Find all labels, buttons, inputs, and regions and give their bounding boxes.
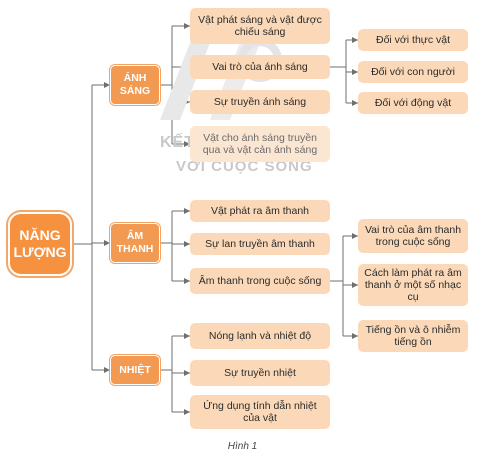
branch-sound: ÂM THANH [110, 223, 160, 263]
role-item-plants: Đối với thực vật [358, 29, 468, 51]
light-item-luminous-illuminated: Vật phát sáng và vật được chiếu sáng [190, 8, 330, 44]
life-item-instruments: Cách làm phát ra âm thanh ở một số nhạc … [358, 264, 468, 306]
sound-item-label: Vật phát ra âm thanh [210, 205, 310, 217]
root-node-energy: NĂNG LƯỢNG [8, 212, 72, 276]
heat-item-label: Ứng dụng tính dẫn nhiệt của vật [203, 400, 317, 424]
light-item-transparent-opaque: Vật cho ánh sáng truyền qua và vật cản á… [190, 126, 330, 162]
life-item-role: Vai trò của âm thanh trong cuộc sống [358, 219, 468, 253]
heat-item-temperature: Nóng lạnh và nhiệt độ [190, 323, 330, 349]
light-item-propagation: Sự truyền ánh sáng [190, 90, 330, 114]
role-item-label: Đối với thực vật [375, 34, 451, 46]
sound-item-source: Vật phát ra âm thanh [190, 200, 330, 222]
branch-heat: NHIỆT [110, 355, 160, 385]
life-item-noise: Tiếng ồn và ô nhiễm tiếng ồn [358, 320, 468, 352]
role-item-animals: Đối với động vật [358, 92, 468, 114]
sound-item-label: Âm thanh trong cuộc sống [198, 275, 322, 287]
light-item-label: Vai trò của ánh sáng [212, 61, 308, 73]
sound-item-label: Sự lan truyền âm thanh [205, 238, 315, 250]
branch-light-label: ÁNH SÁNG [119, 72, 151, 97]
watermark-line2: VỚI CUỘC SỐNG [176, 158, 313, 175]
role-item-label: Đối với con người [371, 66, 455, 78]
role-item-humans: Đối với con người [358, 61, 468, 83]
branch-sound-label: ÂM THANH [116, 230, 154, 255]
life-item-label: Vai trò của âm thanh trong cuộc sống [364, 224, 462, 248]
sound-item-propagation: Sự lan truyền âm thanh [190, 233, 330, 255]
figure-caption: Hình 1 [227, 441, 258, 452]
life-item-label: Cách làm phát ra âm thanh ở một số nhạc … [364, 267, 462, 303]
light-item-label: Vật cho ánh sáng truyền qua và vật cản á… [202, 132, 318, 156]
life-item-label: Tiếng ồn và ô nhiễm tiếng ồn [365, 324, 461, 348]
branch-heat-label: NHIỆT [119, 363, 151, 376]
branch-light: ÁNH SÁNG [110, 65, 160, 105]
light-item-role: Vai trò của ánh sáng [190, 55, 330, 79]
root-label: NĂNG LƯỢNG [13, 227, 67, 260]
heat-item-label: Nóng lạnh và nhiệt độ [208, 330, 312, 342]
light-item-label: Sự truyền ánh sáng [213, 96, 307, 108]
heat-item-transfer: Sự truyền nhiệt [190, 360, 330, 386]
sound-item-in-life: Âm thanh trong cuộc sống [190, 268, 330, 294]
light-item-label: Vật phát sáng và vật được chiếu sáng [198, 14, 322, 38]
heat-item-label: Sự truyền nhiệt [224, 367, 296, 379]
heat-item-conduction-application: Ứng dụng tính dẫn nhiệt của vật [190, 395, 330, 429]
role-item-label: Đối với động vật [374, 97, 452, 109]
